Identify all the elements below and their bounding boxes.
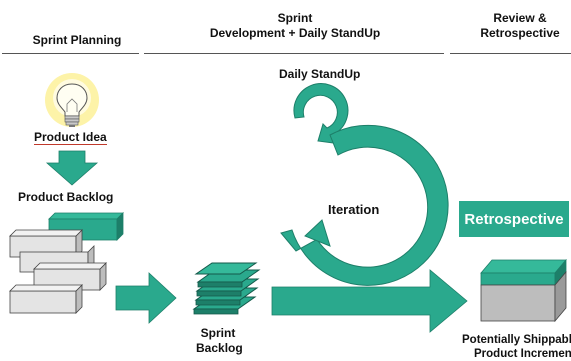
iteration-arrowhead xyxy=(304,219,331,247)
increment-side xyxy=(554,270,567,323)
iteration-ring xyxy=(280,124,449,286)
phase-development-line1: Sprint xyxy=(277,11,313,25)
bulb-filament xyxy=(66,98,78,112)
backlog-box-teal-side xyxy=(116,212,124,241)
backlog-box-1-top xyxy=(9,229,83,237)
phase-header-planning: Sprint Planning xyxy=(22,33,132,48)
long-arrow-shape xyxy=(271,269,468,333)
increment-label: Potentially Shippable Product Increment xyxy=(462,333,571,361)
phase-divider-development xyxy=(144,53,444,54)
product-idea-label: Product Idea xyxy=(34,130,107,145)
daily-standup-label: Daily StandUp xyxy=(279,67,361,81)
iteration-label: Iteration xyxy=(328,202,380,217)
phase-development-line2: Development + Daily StandUp xyxy=(209,26,381,40)
phase-review-line1: Review & xyxy=(493,11,547,25)
retrospective-box: Retrospective xyxy=(459,201,569,237)
right-arrow-shape xyxy=(115,272,177,324)
sprint-backlog-line2: Backlog xyxy=(196,341,243,355)
phase-header-review: Review & Retrospective xyxy=(470,11,570,41)
phase-review-line2: Retrospective xyxy=(480,26,560,40)
phase-divider-review xyxy=(450,53,571,54)
increment-line1: Potentially Shippable xyxy=(462,334,571,346)
phase-planning-label: Sprint Planning xyxy=(32,33,122,47)
down-arrow-shape xyxy=(45,150,99,186)
backlog-box-4-top xyxy=(9,284,83,292)
increment-teal-band xyxy=(480,272,556,286)
sprint-backlog-line1: Sprint xyxy=(200,326,236,340)
bulb-tip xyxy=(69,125,75,127)
increment-front xyxy=(480,284,556,322)
sprint-backlog-label: Sprint Backlog xyxy=(196,326,243,356)
increment-top xyxy=(480,259,567,274)
backlog-box-3-top xyxy=(33,262,107,270)
phase-header-development: Sprint Development + Daily StandUp xyxy=(195,11,395,41)
increment-line2: Product Increment xyxy=(474,348,571,360)
phase-divider-planning xyxy=(2,53,139,54)
product-backlog-label: Product Backlog xyxy=(18,190,114,204)
sprint-sheet-1 xyxy=(194,262,258,275)
